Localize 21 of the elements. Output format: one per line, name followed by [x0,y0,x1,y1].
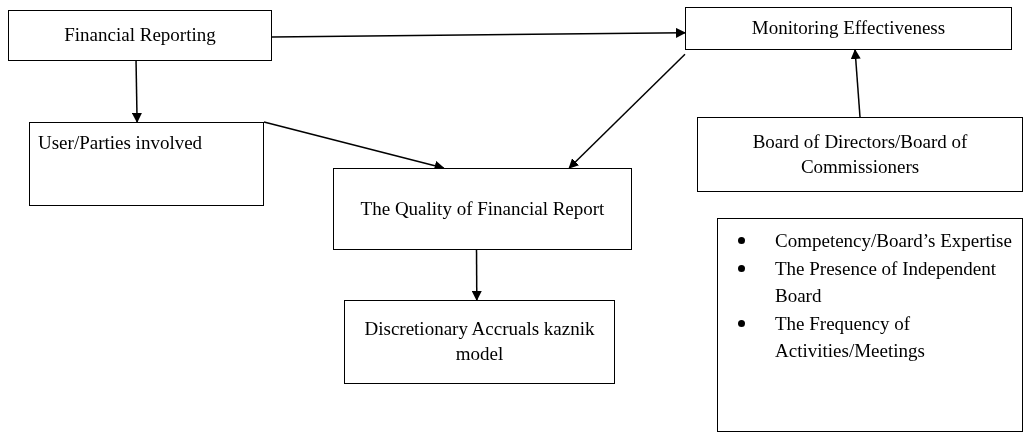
list-item: Competency/Board’s Expertise [775,229,1012,253]
box-text: Board of Directors/Board of Commissioners [751,129,969,179]
arrow [850,49,861,118]
box-text: User/Parties involved [38,131,203,155]
process-box [29,122,264,206]
box-text: Monitoring Effectiveness [751,16,946,41]
box-text: Financial Reporting [64,23,216,48]
arrow [271,27,686,38]
list-item: The Frequency of Activities/Meetings [775,311,926,364]
box-text: The Quality of Financial Report [360,196,605,221]
box-text: Discretionary Accruals kaznik model [363,317,596,366]
arrow [131,60,142,123]
process-box [333,168,632,250]
process-box [697,117,1023,192]
arrow [568,53,686,169]
process-box [8,10,272,61]
list-item: The Presence of Independent Board [775,256,998,309]
list-box [717,218,1023,432]
arrow [471,249,482,301]
process-box [344,300,615,384]
process-box [685,7,1012,50]
